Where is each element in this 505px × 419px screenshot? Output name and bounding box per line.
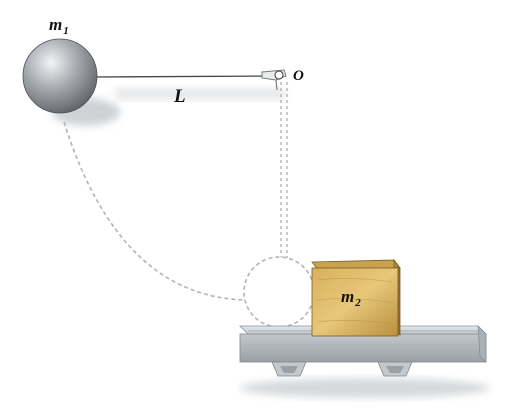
swing-arc [63, 121, 251, 301]
mass2-label: m2 [341, 287, 361, 309]
mass1-label: m1 [49, 15, 69, 37]
track-shadow [240, 378, 490, 398]
string-shadow [115, 88, 285, 100]
block-m2 [311, 258, 401, 337]
pendulum-string [95, 75, 277, 78]
pivot-hook [261, 69, 287, 91]
rail-foot-right [377, 361, 413, 377]
length-label: L [173, 86, 186, 107]
ghost-sphere [243, 256, 315, 328]
rail-foot-left [271, 361, 307, 377]
sphere-m1 [22, 38, 98, 114]
pivot-label: O [293, 68, 304, 84]
